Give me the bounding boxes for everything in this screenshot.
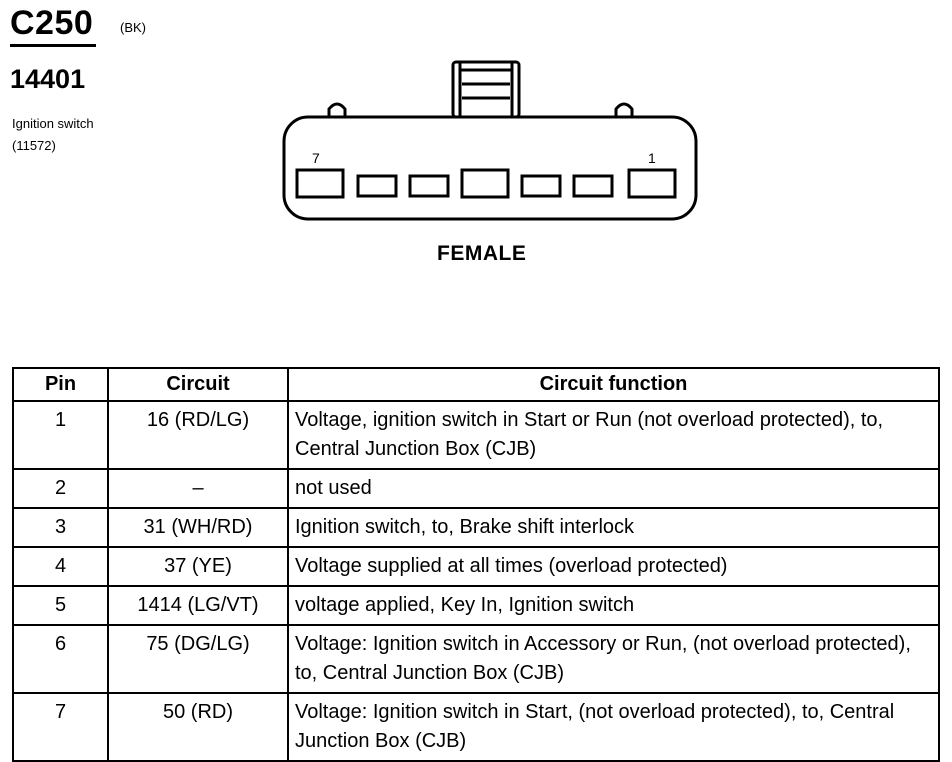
circuit-cell: 37 (YE) bbox=[107, 546, 289, 587]
pin-label-1: 1 bbox=[648, 150, 656, 166]
connector-color-code: (BK) bbox=[120, 20, 146, 35]
pin-cell: 5 bbox=[12, 585, 109, 626]
circuit-cell: 50 (RD) bbox=[107, 692, 289, 762]
table-row: 3 31 (WH/RD) Ignition switch, to, Brake … bbox=[12, 507, 940, 548]
component-name: Ignition switch bbox=[12, 116, 94, 131]
gender-label: FEMALE bbox=[437, 242, 527, 265]
table-row: 4 37 (YE) Voltage supplied at all times … bbox=[12, 546, 940, 587]
pin-cell: 3 bbox=[12, 507, 109, 548]
locating-bump-right bbox=[614, 102, 634, 118]
pin-cell: 4 bbox=[12, 546, 109, 587]
connector-body bbox=[282, 115, 698, 221]
pin-cavity-5 bbox=[408, 174, 450, 198]
header-function: Circuit function bbox=[287, 367, 940, 402]
table-header-row: Pin Circuit Circuit function bbox=[12, 367, 940, 402]
pin-cavity-7 bbox=[295, 168, 345, 199]
circuit-cell: 16 (RD/LG) bbox=[107, 400, 289, 470]
component-code: (11572) bbox=[12, 138, 56, 153]
connector-id-underline bbox=[10, 44, 96, 47]
pin-cavity-3 bbox=[520, 174, 562, 198]
function-cell: Voltage supplied at all times (overload … bbox=[287, 546, 940, 587]
function-cell: Voltage: Ignition switch in Accessory or… bbox=[287, 624, 940, 694]
table-row: 1 16 (RD/LG) Voltage, ignition switch in… bbox=[12, 400, 940, 470]
connector-id: C250 bbox=[10, 4, 94, 42]
locating-bump-left bbox=[327, 102, 347, 118]
header-pin: Pin bbox=[12, 367, 109, 402]
function-cell: Voltage: Ignition switch in Start, (not … bbox=[287, 692, 940, 762]
table-row: 5 1414 (LG/VT) voltage applied, Key In, … bbox=[12, 585, 940, 626]
pin-cavity-6 bbox=[356, 174, 398, 198]
pin-cell: 7 bbox=[12, 692, 109, 762]
table-row: 6 75 (DG/LG) Voltage: Ignition switch in… bbox=[12, 624, 940, 694]
connector-face-diagram bbox=[282, 60, 698, 221]
function-cell: voltage applied, Key In, Ignition switch bbox=[287, 585, 940, 626]
function-cell: Voltage, ignition switch in Start or Run… bbox=[287, 400, 940, 470]
pin-cell: 2 bbox=[12, 468, 109, 509]
table-row: 2 – not used bbox=[12, 468, 940, 509]
pin-cavity-1 bbox=[627, 168, 677, 199]
pin-cavity-4 bbox=[460, 168, 510, 199]
circuit-cell: 1414 (LG/VT) bbox=[107, 585, 289, 626]
circuit-cell: 31 (WH/RD) bbox=[107, 507, 289, 548]
function-cell: Ignition switch, to, Brake shift interlo… bbox=[287, 507, 940, 548]
part-number: 14401 bbox=[10, 64, 86, 94]
pin-cell: 6 bbox=[12, 624, 109, 694]
pin-cavity-2 bbox=[572, 174, 614, 198]
circuit-cell: 75 (DG/LG) bbox=[107, 624, 289, 694]
circuit-cell: – bbox=[107, 468, 289, 509]
pin-cell: 1 bbox=[12, 400, 109, 470]
pin-label-7: 7 bbox=[312, 150, 320, 166]
table-row: 7 50 (RD) Voltage: Ignition switch in St… bbox=[12, 692, 940, 762]
function-cell: not used bbox=[287, 468, 940, 509]
header-circuit: Circuit bbox=[107, 367, 289, 402]
pin-table: Pin Circuit Circuit function 1 16 (RD/LG… bbox=[12, 367, 940, 762]
